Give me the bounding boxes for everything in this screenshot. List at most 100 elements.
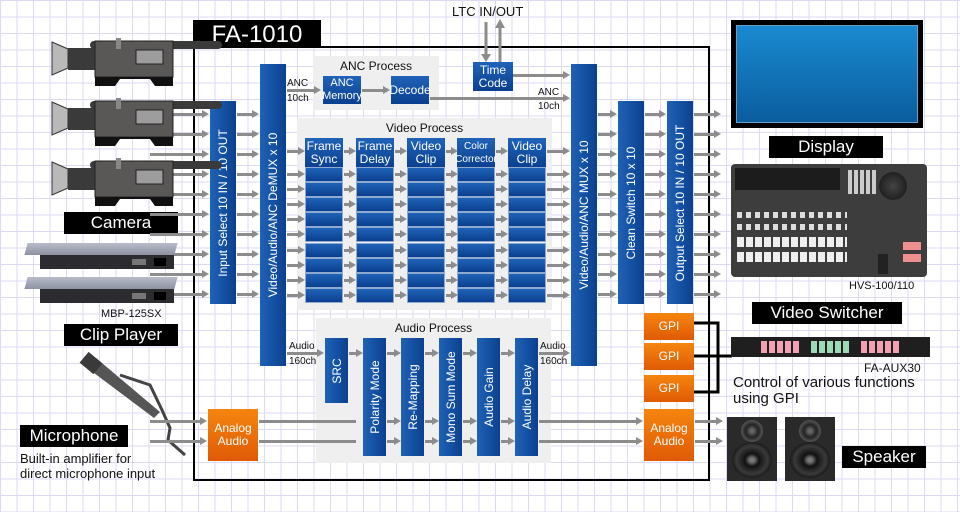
video-channel-block (407, 197, 445, 213)
arrow (387, 417, 401, 425)
arrow (395, 245, 407, 254)
output-arrow (694, 210, 721, 218)
analog-out-arrow (695, 437, 723, 445)
video-clip-block-1: Video Clip (407, 138, 445, 168)
input-arrow (150, 230, 209, 238)
anc-in-label-1: ANC (287, 78, 309, 89)
video-channel-block (305, 227, 343, 243)
audio-in-label-2: 160ch (289, 356, 317, 367)
video-channel-block (457, 182, 495, 198)
output-arrow (694, 270, 721, 278)
clean-switch-label: Clean Switch 10 x 10 (624, 146, 638, 259)
arrow (287, 147, 305, 155)
fa-1010-unit-frame (193, 46, 710, 481)
arrow (287, 349, 324, 357)
arrow (501, 349, 515, 357)
arrow (446, 147, 458, 155)
audio-gain-label: Audio Gain (481, 367, 496, 427)
arrow (387, 437, 401, 445)
video-channel-block (457, 272, 495, 288)
output-arrow (694, 110, 721, 118)
arrow (547, 200, 570, 209)
video-channel-block (356, 257, 394, 273)
arrow (496, 200, 508, 209)
arrow (237, 230, 259, 238)
video-channel-block (407, 257, 445, 273)
arrow (344, 170, 356, 178)
arrow (598, 110, 617, 118)
arrow (547, 260, 570, 269)
arrow (463, 417, 477, 425)
analog-audio-out-block: Analog Audio (644, 409, 694, 461)
polarity-mode-block: Polarity Mode (363, 338, 386, 456)
arrow (344, 185, 356, 194)
arrow (645, 190, 666, 198)
input-arrow (150, 210, 209, 218)
video-channel-block (508, 257, 546, 273)
arrow (446, 200, 458, 209)
video-channel-block (356, 272, 394, 288)
video-channel-block (356, 182, 394, 198)
arrow (344, 260, 356, 269)
video-channel-block (508, 182, 546, 198)
src-block: SRC (325, 338, 348, 403)
video-channel-block (457, 167, 495, 182)
src-label: SRC (329, 357, 344, 384)
arrow (430, 94, 570, 102)
arrow (287, 185, 305, 194)
arrow (237, 170, 259, 178)
audio-delay-label: Audio Delay (519, 364, 534, 430)
audio-gain-block: Audio Gain (477, 338, 500, 456)
anc-memory-block: ANC Memory (322, 76, 362, 104)
input-arrow (150, 170, 209, 178)
gpi-note-line-2: using GPI (733, 390, 799, 407)
line (259, 420, 356, 423)
arrow (395, 230, 407, 239)
clip-player-model: MBP-125SX (101, 308, 162, 320)
arrow (287, 170, 305, 178)
arrow (501, 437, 515, 445)
arrow (598, 290, 617, 298)
audio-out-label-2: 160ch (540, 356, 568, 367)
arrow (645, 250, 666, 258)
arrow (395, 185, 407, 194)
arrow (645, 230, 666, 238)
video-channel-block (457, 287, 495, 303)
arrow (598, 170, 617, 178)
arrow (395, 200, 407, 209)
input-select-block: Input Select 10 IN / 10 OUT (210, 101, 236, 304)
demux-block: Video/Audio/ANC DeMUX x 10 (260, 64, 286, 366)
line (259, 440, 356, 443)
input-arrow (150, 290, 209, 298)
decode-block: Decode (389, 76, 431, 104)
arrow (598, 190, 617, 198)
output-arrow (694, 290, 721, 298)
arrow (496, 275, 508, 284)
clean-switch-block: Clean Switch 10 x 10 (618, 101, 644, 304)
arrow (645, 210, 666, 218)
arrow (287, 215, 305, 224)
input-arrow (150, 250, 209, 258)
demux-label: Video/Audio/ANC DeMUX x 10 (266, 132, 280, 298)
analog-in-arrow (150, 417, 207, 425)
video-channel-block (508, 272, 546, 288)
input-arrow (150, 190, 209, 198)
arrow (446, 215, 458, 224)
microphone-note-line-1: Built-in amplifier for (20, 451, 132, 466)
arrow (446, 290, 458, 299)
video-channel-block (305, 242, 343, 258)
arrow (425, 349, 439, 357)
re-mapping-block: Re-Mapping (401, 338, 424, 456)
video-channel-block (356, 287, 394, 303)
speaker-icon (727, 417, 777, 481)
anc-process-title: ANC Process (339, 59, 413, 73)
video-channel-block (407, 167, 445, 182)
frame-sync-block: Frame Sync (305, 138, 343, 168)
arrow (645, 130, 666, 138)
arrow (496, 290, 508, 299)
microphone-icon (79, 351, 186, 457)
clip-player-label: Clip Player (64, 324, 178, 346)
analog-in-arrow (150, 437, 207, 445)
output-arrow (694, 150, 721, 158)
video-channel-block (407, 227, 445, 243)
